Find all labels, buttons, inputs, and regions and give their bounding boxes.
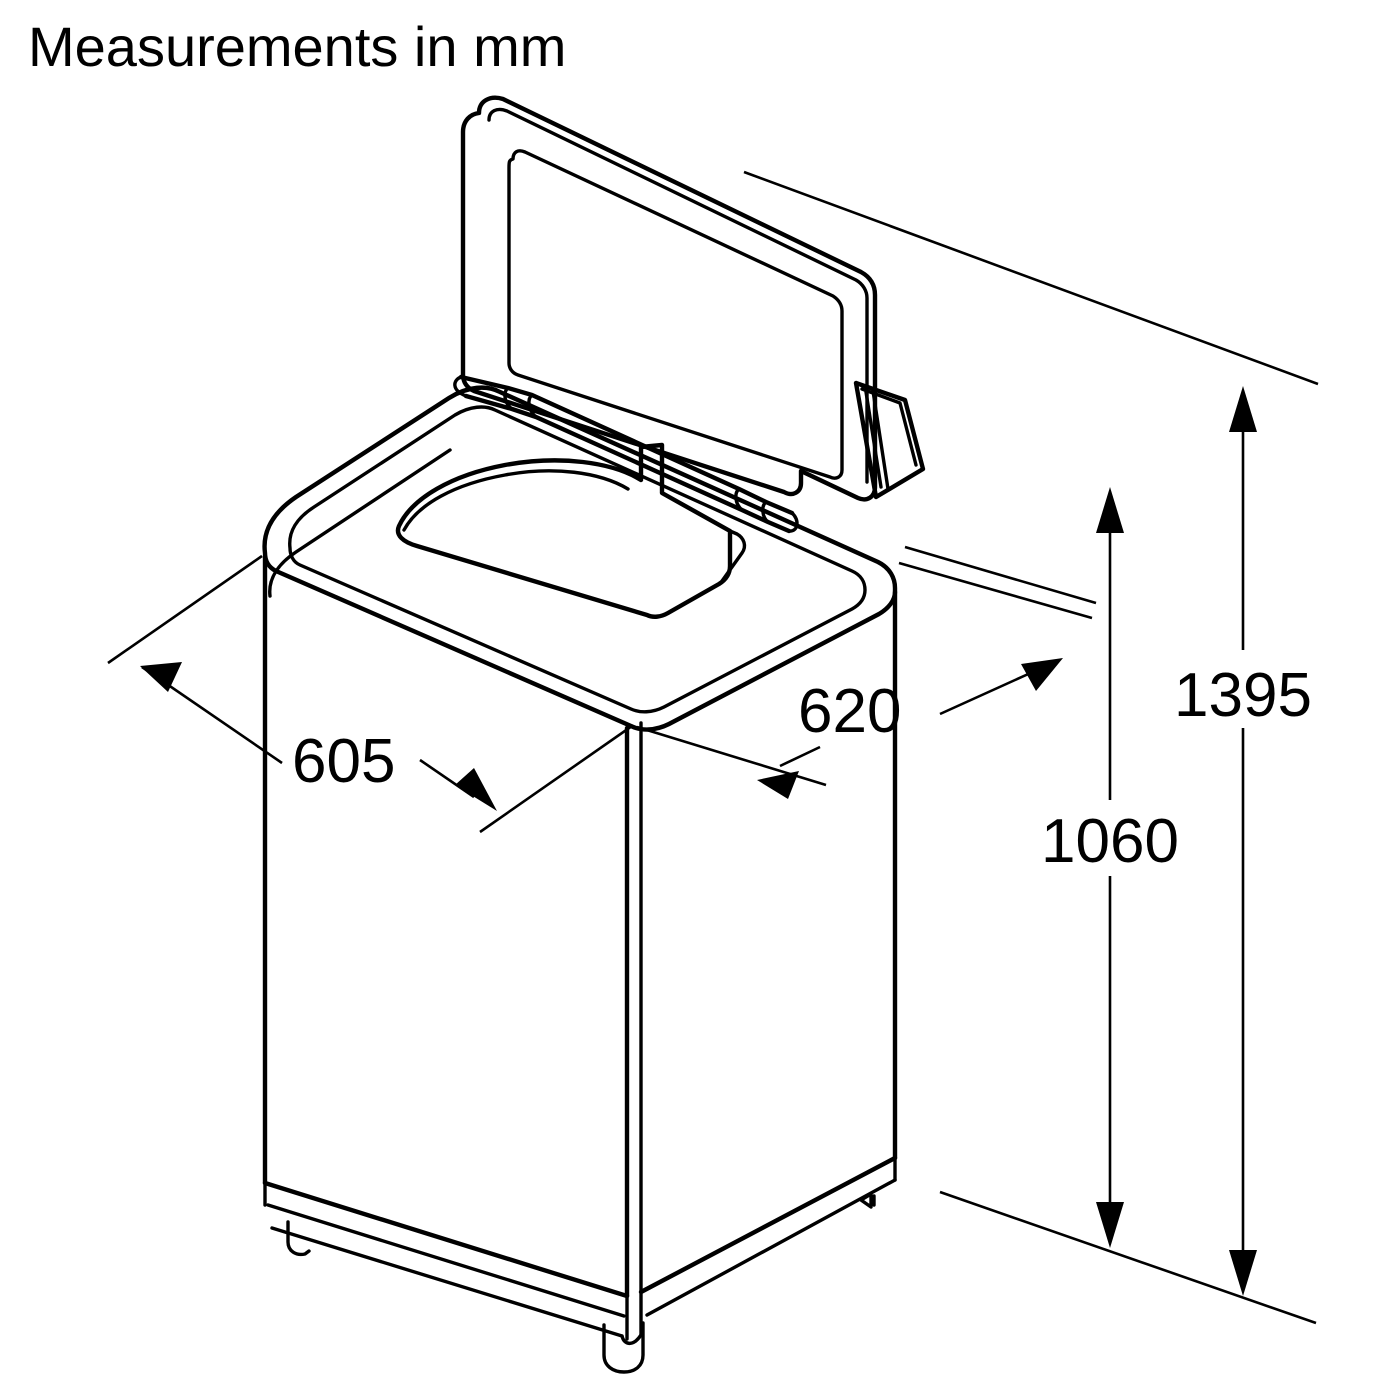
dimension-620-group: 620 bbox=[636, 545, 1097, 799]
dimension-label-605: 605 bbox=[292, 727, 395, 796]
leveling-foot-front bbox=[602, 1321, 645, 1374]
dimension-620-hitbox[interactable] bbox=[794, 680, 930, 746]
arrow-620-end bbox=[757, 771, 799, 799]
extension-line-620-upper bbox=[904, 545, 1097, 605]
arrow-1395-bottom bbox=[1229, 1250, 1257, 1296]
dimension-1060-hitbox[interactable] bbox=[1030, 810, 1192, 876]
lid-open bbox=[460, 95, 878, 502]
extension-line-605-lower bbox=[479, 724, 633, 834]
lid-hinge-bracket bbox=[853, 380, 926, 500]
arrow-605-end bbox=[455, 768, 497, 811]
arrow-620-start bbox=[1021, 658, 1063, 691]
dimension-label-1395: 1395 bbox=[1174, 661, 1312, 730]
dimension-1395-group: 1395 bbox=[743, 170, 1334, 1325]
leveling-foot-left bbox=[286, 1220, 311, 1257]
extension-line-1395-bottom bbox=[939, 1190, 1317, 1325]
arrow-605-start bbox=[140, 662, 182, 692]
lid-hinge-bar bbox=[453, 374, 799, 534]
extension-line-605-upper bbox=[107, 554, 263, 665]
arrow-1060-bottom bbox=[1096, 1202, 1124, 1248]
dimension-605-group: 605 bbox=[107, 554, 633, 834]
arrow-1060-top bbox=[1096, 487, 1124, 533]
extension-line-1060-top bbox=[898, 561, 1093, 620]
dimension-1395-hitbox[interactable] bbox=[1152, 664, 1334, 730]
arrow-1395-top bbox=[1229, 386, 1257, 432]
base-plinth bbox=[263, 1156, 897, 1346]
dimension-label-620: 620 bbox=[798, 677, 901, 746]
dimension-1060-group: 1060 bbox=[898, 487, 1192, 1248]
washing-machine-illustration bbox=[262, 95, 926, 1374]
dimension-line-620-b bbox=[779, 745, 821, 768]
cabinet-body bbox=[262, 553, 898, 1299]
page-title: Measurements in mm bbox=[28, 15, 566, 78]
dimension-label-1060: 1060 bbox=[1041, 807, 1179, 876]
leveling-feet bbox=[286, 1194, 876, 1374]
dimension-605-hitbox[interactable] bbox=[288, 730, 428, 796]
extension-line-1395-top bbox=[743, 170, 1319, 386]
